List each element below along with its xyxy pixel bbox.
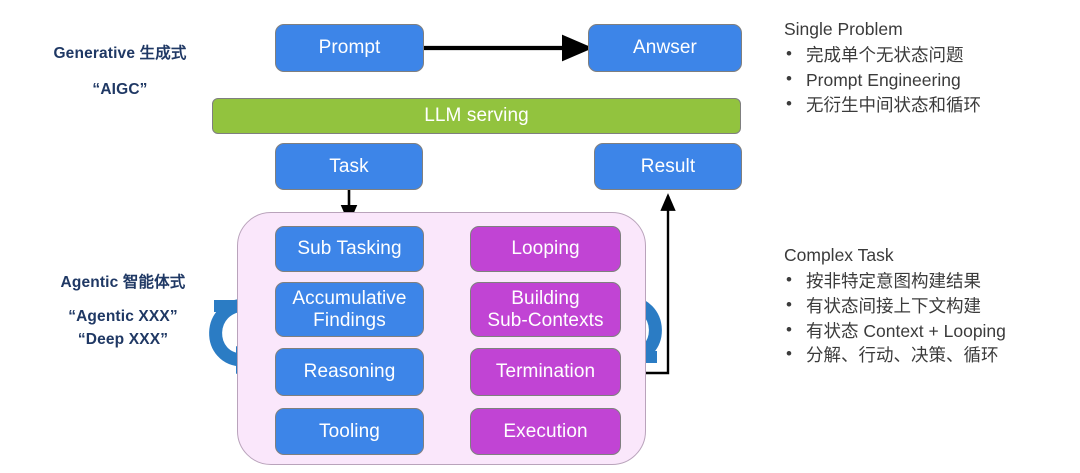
node-termination-label: Termination <box>495 361 596 383</box>
node-reasoning[interactable]: Reasoning <box>275 348 424 396</box>
list-item: 有状态 Context + Looping <box>784 318 1074 344</box>
list-item: Prompt Engineering <box>784 67 1054 93</box>
note-complex-task: Complex Task 按非特定意图构建结果 有状态间接上下文构建 有状态 C… <box>784 243 1074 368</box>
node-result-label: Result <box>640 155 696 177</box>
node-termination[interactable]: Termination <box>470 348 621 396</box>
node-looping-label: Looping <box>511 238 580 260</box>
node-llm-serving[interactable]: LLM serving <box>212 98 741 134</box>
node-looping[interactable]: Looping <box>470 226 621 272</box>
list-item: 按非特定意图构建结果 <box>784 268 1074 294</box>
node-accumulative-findings-label: Accumulative Findings <box>292 288 407 331</box>
node-task-label: Task <box>329 155 369 177</box>
generative-section-label: Generative 生成式 “AIGC” <box>20 43 220 102</box>
node-building-sub-contexts-label: Building Sub-Contexts <box>487 288 604 331</box>
list-item: 有状态间接上下文构建 <box>784 293 1074 319</box>
node-prompt-label: Prompt <box>318 37 381 59</box>
node-result[interactable]: Result <box>594 143 742 190</box>
node-sub-tasking[interactable]: Sub Tasking <box>275 226 424 272</box>
node-anwser-label: Anwser <box>633 37 697 59</box>
node-prompt[interactable]: Prompt <box>275 24 424 72</box>
note-single-problem: Single Problem 完成单个无状态问题 Prompt Engineer… <box>784 17 1054 117</box>
node-tooling-label: Tooling <box>319 420 380 442</box>
node-llm-serving-label: LLM serving <box>424 105 529 127</box>
generative-label-line2: “AIGC” <box>92 81 148 99</box>
node-accumulative-findings[interactable]: Accumulative Findings <box>275 282 424 337</box>
note-single-problem-title: Single Problem <box>784 19 903 39</box>
list-item: 无衍生中间状态和循环 <box>784 92 1054 118</box>
agentic-section-label: Agentic 智能体式 “Agentic XXX” “Deep XXX” <box>18 272 228 351</box>
node-reasoning-label: Reasoning <box>303 361 396 383</box>
node-building-sub-contexts[interactable]: Building Sub-Contexts <box>470 282 621 337</box>
list-item: 完成单个无状态问题 <box>784 42 1054 68</box>
agentic-label-line3: “Deep XXX” <box>77 330 169 348</box>
node-execution[interactable]: Execution <box>470 408 621 455</box>
note-single-problem-list: 完成单个无状态问题 Prompt Engineering 无衍生中间状态和循环 <box>784 42 1054 118</box>
node-anwser[interactable]: Anwser <box>588 24 742 72</box>
node-sub-tasking-label: Sub Tasking <box>297 238 402 260</box>
node-execution-label: Execution <box>503 420 588 442</box>
node-tooling[interactable]: Tooling <box>275 408 424 455</box>
agentic-label-line1: Agentic 智能体式 <box>60 274 186 291</box>
node-task[interactable]: Task <box>275 143 423 190</box>
list-item: 分解、行动、决策、循环 <box>784 342 1074 368</box>
note-complex-task-list: 按非特定意图构建结果 有状态间接上下文构建 有状态 Context + Loop… <box>784 268 1074 368</box>
note-complex-task-title: Complex Task <box>784 245 894 265</box>
agentic-label-line2: “Agentic XXX” <box>68 308 178 326</box>
generative-label-line1: Generative 生成式 <box>53 45 187 62</box>
